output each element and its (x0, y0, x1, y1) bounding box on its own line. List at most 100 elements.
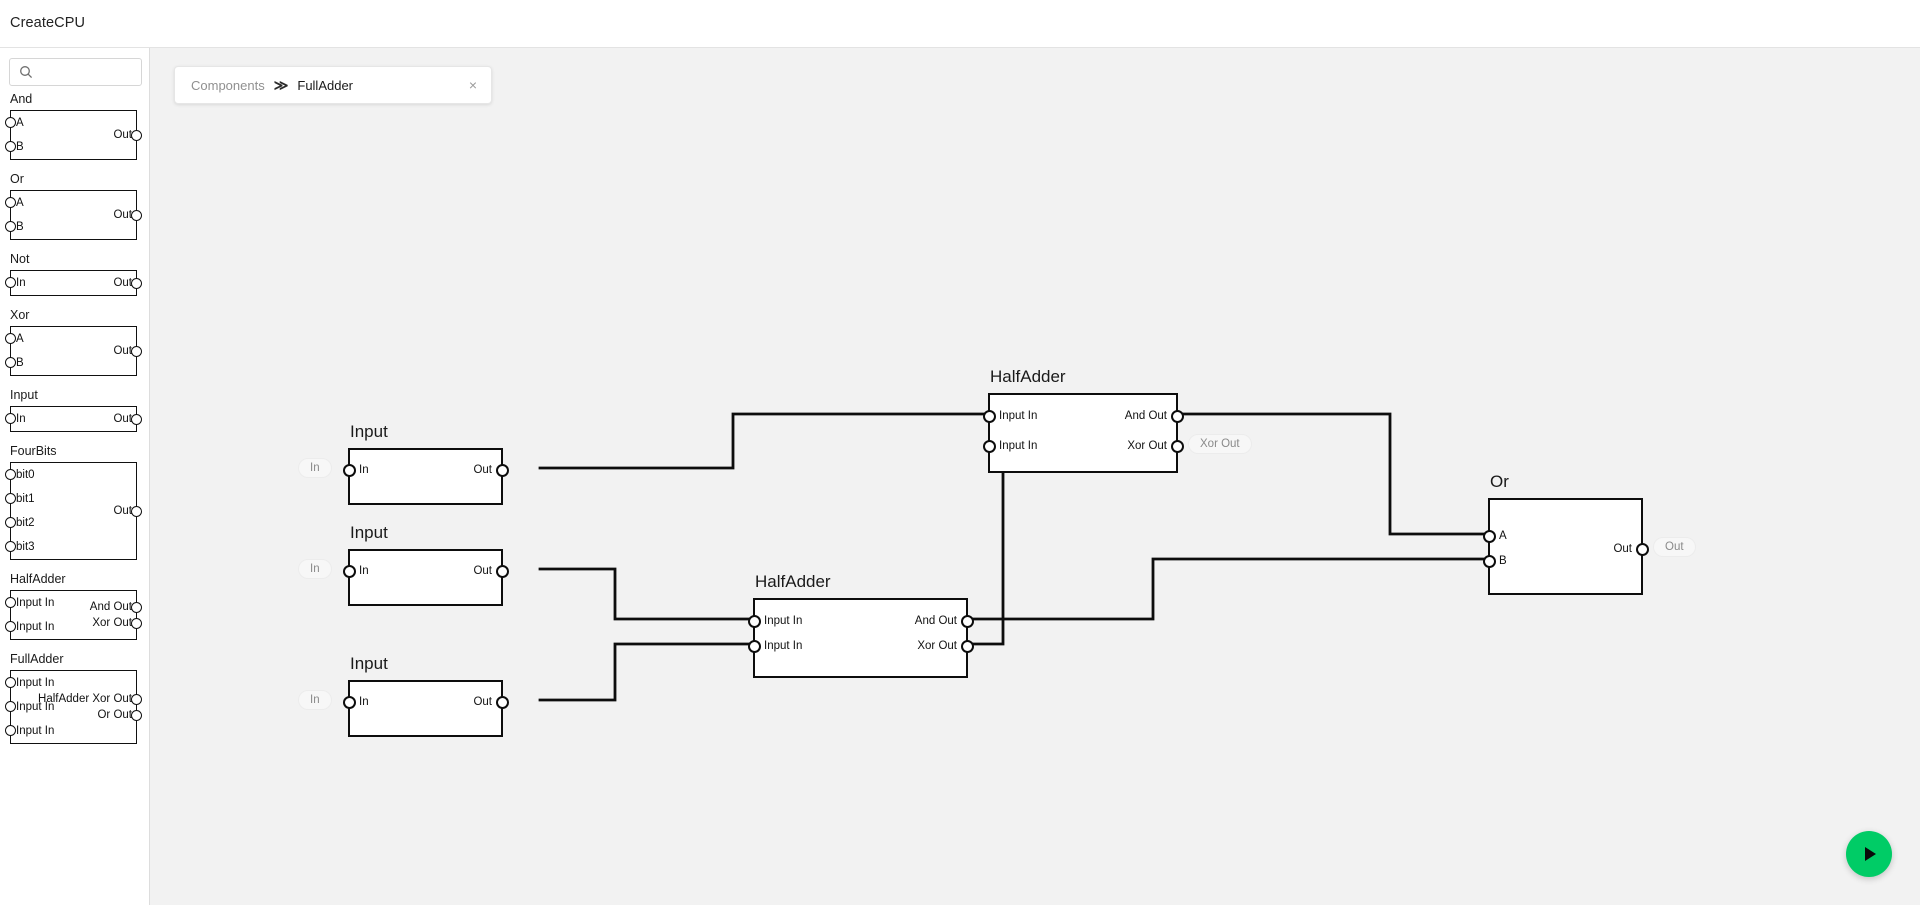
palette-port-icon[interactable] (5, 333, 16, 344)
palette-port-icon[interactable] (5, 517, 16, 528)
input-port-icon[interactable] (342, 463, 356, 477)
palette-port-label: Out (113, 277, 132, 289)
input-port-label: B (1499, 555, 1507, 567)
input-port-icon[interactable] (982, 439, 996, 453)
palette-port-label: In (16, 413, 26, 425)
breadcrumb-separator-icon: ≫ (273, 76, 289, 93)
palette-port-icon[interactable] (131, 413, 142, 425)
palette-item-label: FullAdder (10, 652, 64, 666)
node-input-pill: In (298, 559, 332, 579)
palette-port-label: Xor Out (92, 617, 132, 629)
palette-port-icon[interactable] (131, 345, 142, 357)
breadcrumb-tab[interactable]: Components ≫ FullAdder × (174, 66, 492, 104)
palette-port-icon[interactable] (5, 141, 16, 152)
palette-input-row: Input In (5, 591, 136, 615)
node-input-pill: In (298, 458, 332, 478)
run-button[interactable] (1846, 831, 1892, 877)
output-port-label: Out (1613, 543, 1632, 555)
input-port-icon[interactable] (982, 409, 996, 423)
palette-output-block: Out (113, 111, 136, 159)
palette-port-icon[interactable] (5, 277, 16, 288)
palette-input-row: Input In (5, 695, 136, 719)
wire-input3-to-halfadder2 (538, 642, 755, 702)
palette-port-icon[interactable] (5, 597, 16, 608)
palette-item-label: Or (10, 172, 24, 186)
palette-input-row: In (5, 271, 136, 295)
palette-port-icon[interactable] (5, 493, 16, 504)
output-port-icon[interactable] (495, 463, 509, 477)
output-port-label: Out (473, 696, 492, 708)
input-port-icon[interactable] (1482, 554, 1496, 568)
palette-port-label: A (16, 197, 24, 209)
output-port-icon[interactable] (960, 614, 974, 628)
input-port-icon[interactable] (342, 695, 356, 709)
output-port-icon[interactable] (1635, 542, 1649, 556)
palette-port-icon[interactable] (5, 621, 16, 632)
palette-port-label: In (16, 277, 26, 289)
search-input[interactable] (40, 59, 140, 85)
palette-port-icon[interactable] (131, 277, 142, 289)
palette-port-icon[interactable] (131, 129, 142, 141)
close-icon[interactable]: × (468, 77, 477, 93)
palette-port-icon[interactable] (5, 541, 16, 552)
input-port-icon[interactable] (747, 639, 761, 653)
palette-port-icon[interactable] (5, 197, 16, 208)
palette-port-label: HalfAdder Xor Out (38, 693, 132, 705)
breadcrumb-root[interactable]: Components (191, 77, 265, 93)
palette-port-icon[interactable] (5, 725, 16, 736)
input-port-icon[interactable] (1482, 529, 1496, 543)
palette-port-icon[interactable] (5, 413, 16, 424)
wire-input2-to-halfadder2 (538, 567, 755, 621)
palette-port-icon[interactable] (5, 221, 16, 232)
palette-port-icon[interactable] (5, 117, 16, 128)
palette-port-icon[interactable] (131, 601, 142, 613)
palette-port-icon[interactable] (131, 617, 142, 629)
palette-port-icon[interactable] (131, 709, 142, 721)
palette-input-row: Input In (5, 719, 136, 743)
output-port-label: Out (473, 464, 492, 476)
palette-port-icon[interactable] (5, 469, 16, 480)
input-port-icon[interactable] (747, 614, 761, 628)
palette-port-icon[interactable] (5, 357, 16, 368)
palette-port-icon[interactable] (131, 209, 142, 221)
palette-port-label: bit3 (16, 541, 35, 553)
palette-port-icon[interactable] (131, 505, 142, 517)
palette-port-icon[interactable] (5, 701, 16, 712)
input-port-label: In (359, 464, 369, 476)
search-box[interactable] (9, 58, 142, 86)
palette-port-icon[interactable] (5, 677, 16, 688)
palette-port-label: Input In (16, 725, 55, 737)
node-output-pill: Out (1653, 537, 1696, 557)
output-port-icon[interactable] (1170, 409, 1184, 423)
output-port-icon[interactable] (495, 695, 509, 709)
output-port-icon[interactable] (1170, 439, 1184, 453)
canvas-node-title: HalfAdder (990, 367, 1066, 386)
palette-port-label: Out (113, 129, 132, 141)
palette-port-label: A (16, 117, 24, 129)
output-port-icon[interactable] (495, 564, 509, 578)
input-port-icon[interactable] (342, 564, 356, 578)
palette-port-icon[interactable] (131, 693, 142, 705)
output-port-icon[interactable] (960, 639, 974, 653)
